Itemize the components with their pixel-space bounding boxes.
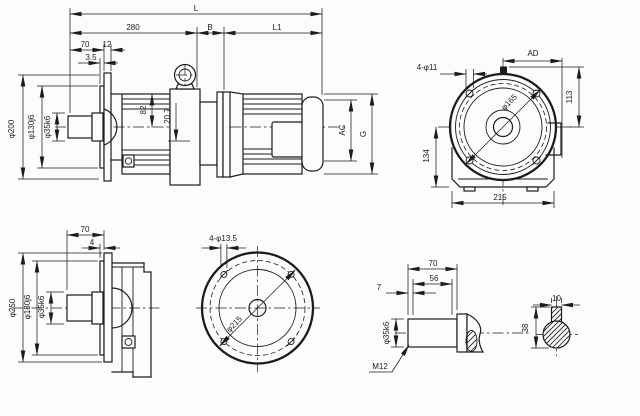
view-shaft-detail: 70 56 7 φ35k6 M12 (369, 259, 530, 373)
output-flange-plate (103, 72, 112, 182)
gear-housing-c (111, 262, 152, 378)
terminal-box (271, 121, 304, 158)
dim-label-56: 56 (430, 274, 439, 283)
fan-cover (301, 96, 324, 172)
dim-label-70-c: 70 (81, 225, 90, 234)
view-output-flange-side: 70 4 φ250 φ180j6 φ35k6 (8, 225, 160, 378)
top-tab (500, 66, 507, 74)
dim-label-20-7: 20.7 (163, 108, 172, 124)
dim-label-dia35-e: φ35k6 (382, 321, 391, 344)
drain-plug (122, 154, 135, 168)
eyebolt-icon (173, 63, 197, 90)
dim-label-4xdia13-5: 4-φ13.5 (209, 234, 237, 243)
output-shaft-c (66, 294, 93, 322)
terminal-box-edge (545, 122, 562, 156)
view-shaft-detail-dimensions: 70 56 7 φ35k6 M12 (369, 259, 458, 373)
dim-label-AD: AD (527, 49, 538, 58)
dim-label-134: 134 (422, 149, 431, 163)
dim-label-280: 280 (126, 23, 140, 32)
dim-label-dia180: φ180j6 (23, 294, 32, 319)
dim-label-dia35-a: φ35k6 (43, 115, 52, 138)
dim-label-38: 38 (521, 323, 530, 332)
gear-housing-rear (169, 88, 201, 186)
dim-label-G: G (359, 131, 368, 137)
dim-label-12: 12 (103, 40, 112, 49)
view-key-section-dimensions: 10 38 (521, 294, 580, 349)
view-output-flange-front-dimensions: 4-φ13.5 (202, 234, 246, 268)
view-motor-flange-front: φ165 AD 4-φ11 113 134 215 (417, 49, 584, 208)
dim-label-dia130: φ130j6 (27, 114, 36, 139)
dim-label-4: 4 (90, 238, 95, 247)
motor-body (229, 91, 324, 178)
view-key-cross-section: 10 38 (521, 294, 580, 356)
shaft-hub-dome (103, 108, 118, 146)
dim-label-dia200: φ200 (7, 119, 16, 138)
view-output-flange-side-dimensions: 70 4 φ250 φ180j6 φ35k6 (8, 225, 120, 363)
dim-label-70: 70 (81, 40, 90, 49)
bolt-circle (459, 83, 547, 171)
shaft-detail-body (407, 318, 458, 348)
dim-label-dia250: φ250 (8, 298, 17, 317)
output-shaft (67, 115, 93, 139)
dim-label-7: 7 (377, 283, 382, 292)
dim-label-4xdia11: 4-φ11 (417, 63, 438, 72)
drain-plug-c (121, 335, 136, 349)
shaft-collar (456, 313, 468, 353)
dim-label-113: 113 (565, 90, 574, 103)
view-motor-flange-dimensions: AD 4-φ11 113 134 215 (417, 49, 584, 208)
flange-outline-d (200, 251, 315, 365)
coupling-flange (216, 91, 224, 178)
dim-label-dia35-c: φ35k6 (37, 295, 46, 318)
dim-label-10: 10 (552, 294, 561, 303)
dim-label-B: B (207, 23, 212, 32)
dim-label-L: L (194, 4, 199, 13)
dim-label-215: 215 (493, 193, 507, 202)
dim-label-M12: M12 (372, 362, 388, 371)
large-flange-plate (103, 252, 113, 363)
dim-label-3-5: 3.5 (85, 53, 97, 62)
bolt-circle-d (209, 260, 306, 356)
view-side-main-dimensions: L 280 B L1 70 12 3.5 φ200 φ130j6 φ (7, 4, 378, 180)
dim-label-82: 82 (139, 105, 148, 114)
dim-label-70-e: 70 (429, 259, 438, 268)
view-output-flange-front: φ215 4-φ13.5 (196, 234, 320, 372)
break-hatching (466, 330, 477, 352)
view-side-main: L 280 B L1 70 12 3.5 φ200 φ130j6 φ (7, 4, 378, 186)
dim-label-L1: L1 (273, 23, 282, 32)
dim-label-AC: AC (338, 124, 347, 135)
